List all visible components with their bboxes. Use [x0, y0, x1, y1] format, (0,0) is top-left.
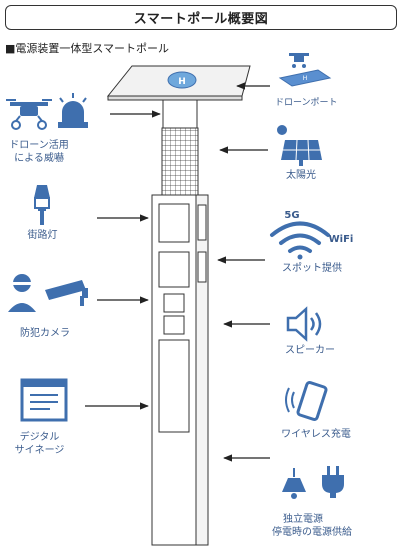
pole-side-face — [195, 194, 209, 546]
label-drone-bottom: による威嚇 — [14, 153, 64, 164]
label-drone-top: ドローン活用 — [9, 140, 69, 151]
label-5g: 5G — [284, 210, 300, 221]
label-wireless: ワイヤレス充電 — [281, 429, 351, 440]
label-signage-bottom: サイネージ — [14, 445, 65, 456]
pole-top-panel-edge — [107, 95, 243, 101]
svg-text:H: H — [178, 77, 186, 87]
smart-pole: H — [106, 65, 251, 546]
diagram-subtitle: ■電源装置一体型スマートポール — [5, 42, 170, 55]
label-power-top: 独立電源 — [283, 514, 323, 525]
speaker-icon — [286, 306, 322, 342]
lamp-icon — [282, 468, 306, 499]
label-street-light: 街路灯 — [27, 230, 58, 241]
pole-side-panel-2 — [197, 251, 207, 283]
solar-panel-icon — [277, 125, 322, 166]
label-wifi: WiFi — [328, 234, 354, 245]
wifi-icon — [270, 221, 330, 260]
siren-icon — [58, 93, 88, 128]
pole-upper-section — [162, 99, 198, 129]
signage-icon — [20, 378, 68, 422]
label-camera: 防犯カメラ — [20, 328, 70, 339]
pole-side-panel-1 — [197, 204, 207, 241]
label-speaker: スピーカー — [285, 345, 335, 356]
diagram-title: スマートポール概要図 — [5, 5, 397, 30]
label-drone-port: ドローンポート — [275, 98, 338, 108]
label-solar: 太陽光 — [286, 170, 316, 181]
label-power-bottom: 停電時の電源供給 — [272, 527, 352, 538]
solar-battery-section — [161, 127, 199, 196]
svg-text:H: H — [303, 75, 308, 82]
power-plug-icon — [322, 466, 344, 498]
heliport-mark — [167, 71, 197, 89]
pole-panel-3 — [163, 293, 185, 313]
security-camera-icon — [8, 274, 88, 312]
label-signage-top: デジタル — [19, 432, 60, 443]
pole-panel-5 — [158, 339, 190, 433]
label-spot: スポット提供 — [282, 263, 342, 274]
street-light-icon — [34, 185, 50, 225]
drone-port-icon: H — [278, 53, 332, 87]
drone-icon — [6, 99, 52, 130]
arrows — [85, 82, 270, 462]
wireless-charging-icon — [285, 381, 328, 421]
pole-panel-1 — [158, 203, 190, 243]
pole-panel-4 — [163, 315, 185, 335]
pole-panel-2 — [158, 251, 190, 288]
